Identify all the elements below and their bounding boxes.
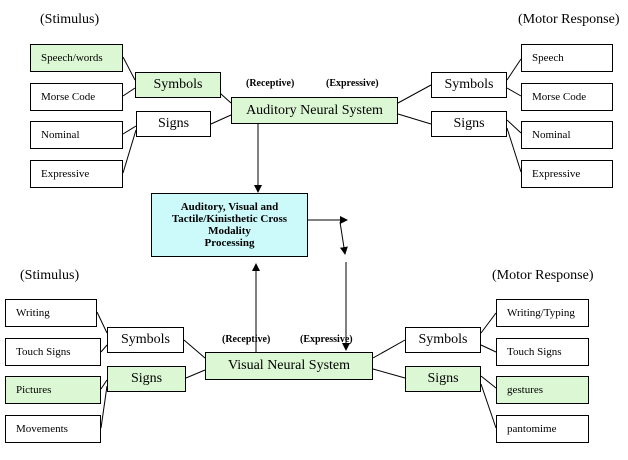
- connector: [480, 375, 497, 389]
- bottom-right-output-1: Writing/Typing: [496, 299, 589, 327]
- bottom-right-output-2: Touch Signs: [496, 338, 589, 366]
- bottom-expressive-label: (Expressive): [300, 334, 353, 345]
- top-right-signs: Signs: [431, 111, 507, 137]
- connector: [183, 339, 206, 359]
- connector: [210, 114, 232, 125]
- top-receptive-label: (Receptive): [246, 78, 295, 89]
- connector: [96, 311, 108, 334]
- top-right-symbols: Symbols: [431, 72, 507, 98]
- visual-neural-system: Visual Neural System: [205, 352, 373, 380]
- connector: [100, 379, 108, 390]
- connector: [122, 129, 137, 174]
- bottom-right-signs: Signs: [405, 366, 481, 392]
- connector: [372, 339, 406, 359]
- top-left-signs: Signs: [136, 111, 211, 137]
- bottom-left-input-3: Pictures: [5, 376, 101, 404]
- connector: [397, 84, 432, 104]
- connector: [185, 369, 206, 379]
- top-left-symbols: Symbols: [135, 72, 221, 98]
- bottom-stimulus-label: (Stimulus): [20, 268, 80, 283]
- arrow-processing-down: [339, 221, 348, 255]
- processing-line-1: Auditory, Visual and: [180, 201, 279, 213]
- bottom-left-input-4: Movements: [5, 415, 101, 443]
- connector: [122, 87, 136, 97]
- bottom-right-output-3: gestures: [496, 376, 589, 404]
- top-stimulus-label: (Stimulus): [40, 12, 100, 27]
- connector: [480, 383, 497, 429]
- bottom-receptive-label: (Receptive): [222, 334, 271, 345]
- processing-line-2: Tactile/Kinisthetic Cross: [171, 213, 288, 225]
- connector: [480, 344, 497, 353]
- bottom-right-symbols: Symbols: [405, 327, 481, 353]
- connector: [506, 119, 522, 134]
- top-left-input-3: Nominal: [30, 121, 123, 149]
- top-right-output-3: Nominal: [521, 121, 613, 149]
- top-left-input-1: Speech/words: [30, 44, 123, 72]
- top-right-output-2: Morse Code: [521, 83, 613, 111]
- bottom-left-signs: Signs: [107, 366, 186, 392]
- connector: [100, 385, 108, 429]
- bottom-motor-label: (Motor Response): [492, 268, 594, 283]
- top-left-input-2: Morse Code: [30, 83, 123, 111]
- auditory-neural-system: Auditory Neural System: [231, 97, 398, 124]
- bottom-left-symbols: Symbols: [107, 327, 184, 353]
- connector: [506, 87, 522, 97]
- connector: [480, 312, 497, 334]
- top-expressive-label: (Expressive): [326, 78, 379, 89]
- connector: [100, 344, 108, 353]
- bottom-left-input-1: Writing: [5, 299, 97, 327]
- connector: [506, 127, 522, 173]
- top-motor-label: (Motor Response): [518, 12, 620, 27]
- top-right-output-1: Speech: [521, 44, 613, 72]
- top-right-output-4: Expressive: [521, 160, 613, 188]
- cross-modality-processing: Auditory, Visual and Tactile/Kinisthetic…: [151, 193, 308, 257]
- connector: [506, 58, 522, 81]
- bottom-right-output-4: pantomime: [496, 415, 589, 443]
- top-left-input-4: Expressive: [30, 160, 123, 188]
- bottom-left-input-2: Touch Signs: [5, 338, 101, 366]
- processing-line-3: Modality: [208, 225, 251, 237]
- processing-line-4: Processing: [204, 237, 255, 249]
- connector: [122, 56, 136, 81]
- connector: [397, 113, 432, 125]
- connector: [122, 125, 137, 135]
- connector: [372, 368, 406, 379]
